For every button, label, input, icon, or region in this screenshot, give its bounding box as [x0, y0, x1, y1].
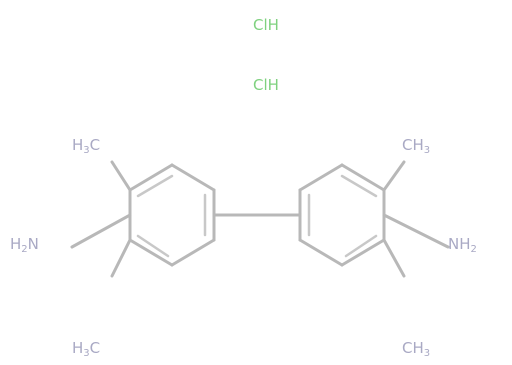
left-top-methyl-label: H3C — [72, 136, 101, 156]
left-amine-bond — [70, 213, 132, 249]
left-bottom-methyl-label: H3C — [72, 339, 101, 359]
left-amine-label: H2N — [10, 235, 39, 255]
left-benzene-ring — [128, 163, 216, 267]
right-amine-label: NH2 — [448, 235, 477, 255]
right-benzene-ring — [298, 163, 386, 267]
salt-label-2: ClH — [253, 76, 279, 94]
left-bottom-methyl-bond — [110, 238, 132, 278]
right-bottom-methyl-label: CH3 — [402, 339, 431, 359]
right-amine-bond — [382, 213, 450, 249]
right-top-methyl-bond — [382, 160, 406, 192]
right-top-methyl-label: CH3 — [402, 136, 431, 156]
right-bottom-methyl-bond — [382, 238, 406, 278]
salt-label-1: ClH — [253, 16, 279, 34]
left-top-methyl-bond — [110, 160, 132, 192]
